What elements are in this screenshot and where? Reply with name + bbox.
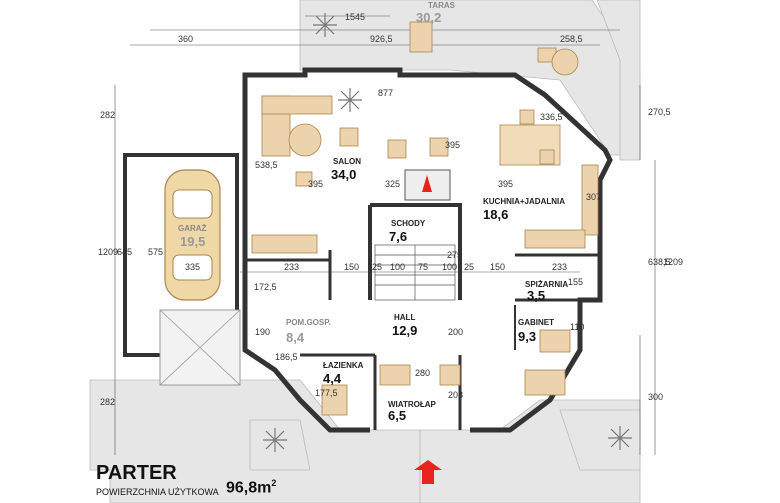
- room-schody-area: 7,6: [389, 229, 407, 244]
- plan-subtitle: POWIERZCHNIA UŻYTKOWA: [96, 487, 219, 497]
- dim-label: 325: [385, 179, 400, 189]
- dim-label: 575: [148, 247, 163, 257]
- terrace-areas: [89, 0, 641, 503]
- dim-label: 177,5: [315, 388, 338, 398]
- room-gabinet-name: GABINET: [518, 318, 554, 327]
- plant-icons: [263, 13, 632, 452]
- dim-label: 150: [490, 262, 505, 272]
- room-lazienka-area: 4,4: [323, 371, 342, 386]
- dim-label: 395: [445, 140, 460, 150]
- total-area: 96,8m2: [226, 478, 276, 497]
- dim-label: 395: [498, 179, 513, 189]
- room-schody-name: SCHODY: [391, 219, 426, 228]
- dim-label: 172,5: [254, 282, 277, 292]
- fireplace-icon: [404, 169, 451, 201]
- room-salon-name: SALON: [333, 157, 361, 166]
- room-wiatrolap-area: 6,5: [388, 408, 406, 423]
- room-pomgosp-name: POM.GOSP.: [286, 318, 331, 327]
- dim-label: 25: [372, 262, 382, 272]
- dim-label: 270,5: [648, 107, 671, 117]
- dim-label: 280: [415, 368, 430, 378]
- room-taras-name: TARAS: [428, 1, 456, 10]
- room-kuchnia-name: KUCHNIA+JADALNIA: [483, 197, 565, 206]
- entrance-arrow-icon: [414, 460, 442, 484]
- dim-label: 395: [308, 179, 323, 189]
- dim-label: 190: [255, 327, 270, 337]
- total-area-value: 96,8m: [226, 479, 272, 497]
- dim-label: 233: [552, 262, 567, 272]
- room-kuchnia-area: 18,6: [483, 207, 508, 222]
- dim-label: 1209: [98, 247, 118, 257]
- dim-label: 1545: [345, 12, 365, 22]
- dimension-labels: 1545 360 926,5 258,5 877 336,5 395 325 3…: [98, 12, 683, 407]
- room-spizarnia-name: SPIŻARNIA: [525, 280, 568, 289]
- stairs: [374, 244, 456, 301]
- dim-label: 638,5: [648, 257, 671, 267]
- dim-label: 360: [178, 34, 193, 44]
- room-labels: TARAS 30,2 SALON 34,0 KUCHNIA+JADALNIA 1…: [178, 1, 568, 423]
- house-walls: [242, 67, 613, 433]
- dim-label: 186,5: [275, 352, 298, 362]
- dim-label: 877: [378, 88, 393, 98]
- dim-label: 100: [442, 262, 457, 272]
- car-icon: [164, 169, 221, 301]
- dim-label: 110: [570, 322, 584, 332]
- dim-label: 335: [185, 262, 200, 272]
- dim-label: 25: [464, 262, 474, 272]
- room-pomgosp-area: 8,4: [286, 330, 305, 345]
- room-hall-area: 12,9: [392, 323, 417, 338]
- room-salon-area: 34,0: [331, 167, 356, 182]
- dim-label: 538,5: [255, 160, 278, 170]
- room-wiatrolap-name: WIATROŁAP: [388, 400, 437, 409]
- room-hall-name: HALL: [394, 313, 415, 322]
- room-gabinet-area: 9,3: [518, 329, 536, 344]
- total-area-unit: 2: [271, 478, 277, 488]
- room-lazienka-name: ŁAZIENKA: [323, 361, 364, 370]
- room-taras-area: 30,2: [416, 10, 441, 25]
- plan-title: PARTER: [96, 462, 177, 484]
- dim-label: 75: [418, 262, 428, 272]
- dim-label: 233: [284, 262, 299, 272]
- room-spizarnia-area: 3,5: [527, 288, 545, 303]
- dim-label: 1209: [663, 257, 683, 267]
- room-garaz-name: GARAŻ: [178, 224, 207, 233]
- dim-label: 150: [344, 262, 359, 272]
- dim-label: 926,5: [370, 34, 393, 44]
- furniture: [251, 21, 599, 416]
- dim-label: 282: [100, 397, 115, 407]
- dim-label: 155: [568, 277, 583, 287]
- dim-label: 282: [100, 110, 115, 120]
- dim-label: 100: [390, 262, 405, 272]
- room-garaz-area: 19,5: [180, 234, 205, 249]
- dim-label: 275: [447, 250, 462, 260]
- dim-label: 208: [448, 390, 463, 400]
- dim-label: 336,5: [540, 112, 563, 122]
- dim-label: 258,5: [560, 34, 583, 44]
- dim-label: 300: [648, 392, 663, 402]
- dim-label: 645: [117, 247, 132, 257]
- dim-label: 200: [448, 327, 463, 337]
- dim-label: 307: [586, 192, 601, 202]
